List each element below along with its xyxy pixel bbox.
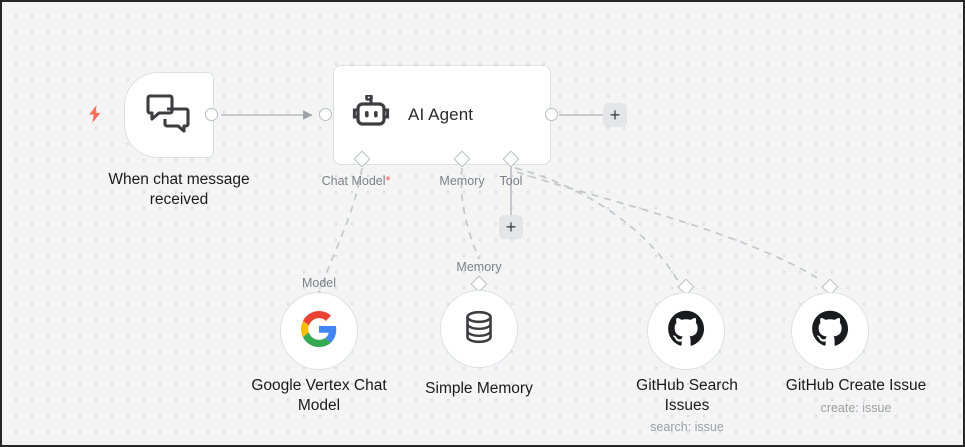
- node-when-chat-message-received[interactable]: [124, 72, 214, 158]
- agent-input-port[interactable]: [319, 108, 332, 121]
- node-ai-agent[interactable]: AI Agent: [333, 65, 551, 165]
- node-sublabel-github-create-issue: create: issue: [820, 401, 892, 415]
- google-logo-icon: [301, 310, 337, 352]
- node-label-google-vertex-chat-model: Google Vertex Chat Model: [251, 377, 387, 415]
- port-label-memory-target: Memory: [456, 260, 502, 274]
- node-label-when-chat-message-received: When chat message received: [108, 171, 250, 209]
- port-label-memory: Memory: [439, 174, 485, 188]
- node-label-ai-agent: AI Agent: [408, 105, 474, 124]
- node-github-search-issues[interactable]: [647, 292, 725, 370]
- edge-tool-to-github-create: [516, 171, 823, 282]
- trigger-bolt-icon: [87, 105, 103, 123]
- robot-icon: [352, 93, 390, 136]
- add-tool-button[interactable]: +: [499, 215, 523, 239]
- port-label-chat-model: Chat Model*: [321, 174, 391, 188]
- node-label-github-search-issues: GitHub Search Issues: [636, 377, 738, 415]
- github-icon: [667, 310, 705, 353]
- trigger-output-port[interactable]: [205, 108, 218, 121]
- github-icon: [811, 310, 849, 353]
- required-marker: *: [385, 174, 391, 188]
- node-github-create-issue[interactable]: [791, 292, 869, 370]
- node-label-github-create-issue: GitHub Create Issue: [785, 377, 927, 394]
- chat-bubbles-icon: [146, 93, 192, 138]
- node-simple-memory[interactable]: [440, 290, 518, 368]
- agent-output-port[interactable]: [545, 108, 558, 121]
- node-google-vertex-chat-model[interactable]: [280, 292, 358, 370]
- database-icon: [463, 310, 495, 349]
- add-node-button[interactable]: +: [603, 103, 627, 127]
- node-label-simple-memory: Simple Memory: [425, 380, 533, 397]
- edge-tool-to-github-search: [514, 167, 679, 282]
- port-label-tool: Tool: [499, 174, 523, 188]
- node-sublabel-github-search-issues: search: issue: [650, 420, 724, 434]
- port-label-model: Model: [301, 276, 337, 290]
